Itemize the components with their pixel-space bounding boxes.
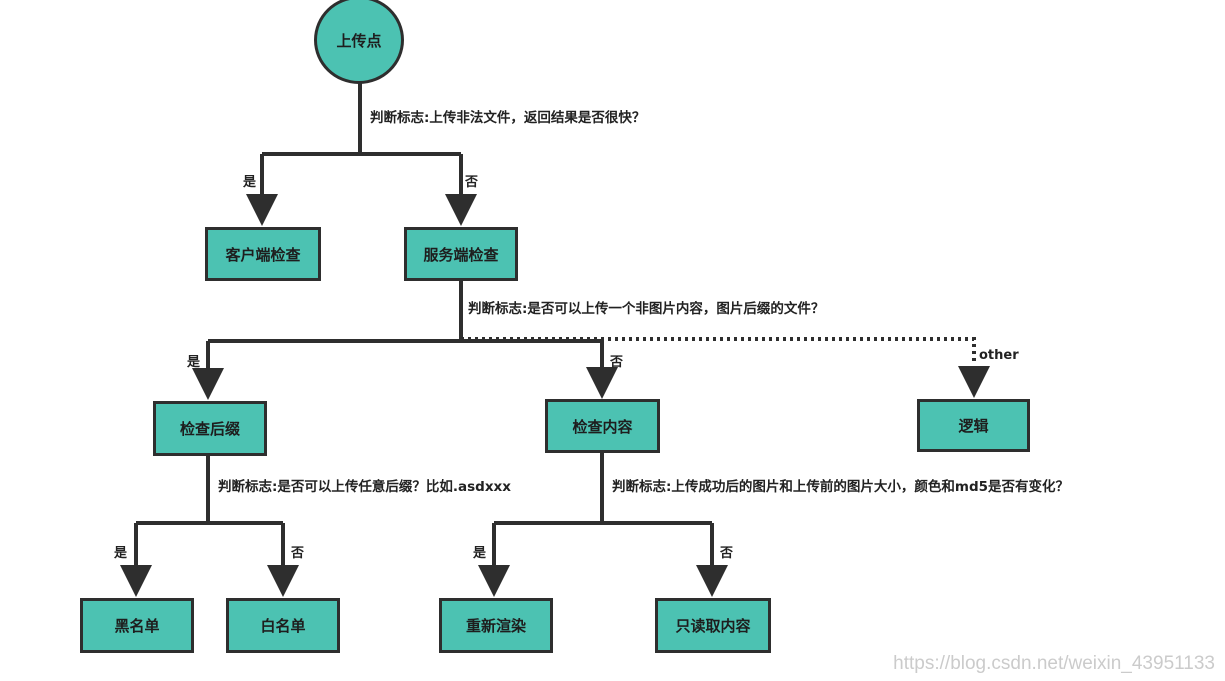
edge-label-no-4: 否 — [720, 546, 734, 561]
condition-label-2: 判断标志:是否可以上传一个非图片内容，图片后缀的文件？ — [468, 301, 825, 317]
edge-label-other: other — [979, 348, 1019, 363]
edge-label-yes-3: 是 — [114, 546, 128, 561]
node-read-only-content: 只读取内容 — [655, 598, 771, 653]
condition-label-3: 判断标志:是否可以上传任意后缀？比如.asdxxx — [218, 479, 511, 495]
condition-label-4: 判断标志:上传成功后的图片和上传前的图片大小，颜色和md5是否有变化？ — [612, 479, 1070, 495]
edge-label-yes-2: 是 — [187, 355, 201, 370]
edge-label-no-2: 否 — [610, 355, 624, 370]
edge-label-no-3: 否 — [291, 546, 305, 561]
node-client-check: 客户端检查 — [205, 227, 321, 281]
node-whitelist: 白名单 — [226, 598, 340, 653]
condition-label-1: 判断标志:上传非法文件，返回结果是否很快？ — [370, 110, 646, 126]
dotted-line-other — [461, 337, 976, 362]
node-server-check: 服务端检查 — [404, 227, 518, 281]
edge-label-yes-1: 是 — [243, 175, 257, 190]
edge-label-yes-4: 是 — [473, 546, 487, 561]
node-upload-point: 上传点 — [314, 0, 404, 84]
node-check-suffix: 检查后缀 — [153, 401, 267, 456]
node-check-content: 检查内容 — [545, 399, 660, 453]
node-re-render: 重新渲染 — [439, 598, 553, 653]
watermark-text: https://blog.csdn.net/weixin_43951133 — [893, 653, 1215, 674]
node-logic: 逻辑 — [917, 399, 1030, 452]
edge-label-no-1: 否 — [465, 175, 479, 190]
node-blacklist: 黑名单 — [80, 598, 194, 653]
